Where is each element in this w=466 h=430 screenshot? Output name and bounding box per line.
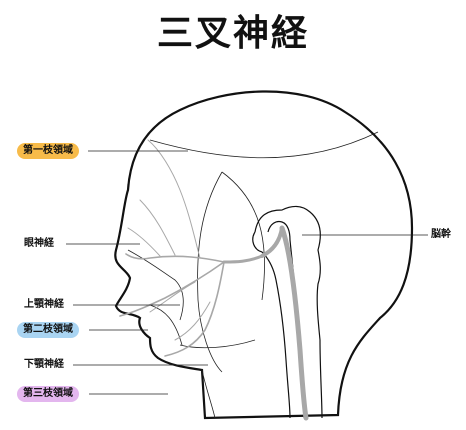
cheek-line: [149, 304, 183, 346]
diagram-title: 三叉神経: [156, 13, 309, 54]
jaw-line: [197, 171, 223, 373]
nose-line: [127, 249, 184, 321]
trigeminal-nerve: [119, 139, 309, 421]
neck-front-line: [201, 369, 216, 419]
leader-lines: [66, 150, 428, 395]
label-mandibular: 下顎神経: [24, 359, 64, 370]
skull-line: [149, 131, 379, 159]
face-line: [221, 171, 265, 301]
label-brainstem: 脳幹: [431, 229, 451, 240]
label-ophthalmic: 眼神経: [24, 238, 54, 249]
brainstem: [254, 205, 323, 419]
label-region1: 第一枝領域: [17, 143, 79, 159]
jaw-curve: [179, 339, 256, 349]
label-region2: 第二枝領域: [17, 322, 79, 338]
head-outline: [114, 90, 414, 420]
label-region3: 第三枝領域: [17, 386, 79, 402]
brainstem-base: [252, 231, 291, 419]
label-maxillary: 上顎神経: [24, 299, 64, 310]
